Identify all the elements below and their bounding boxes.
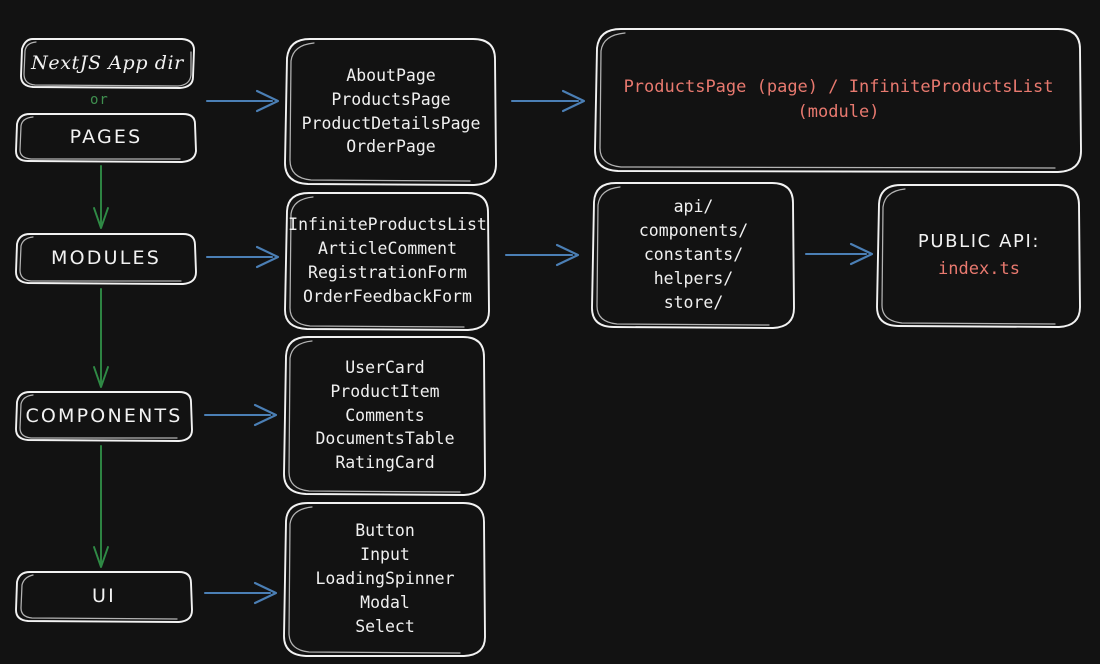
node-page-module-example-label: ProductsPage (page) / InfiniteProductsLi… [623,77,1054,122]
arrow-modules-to-modules-list [205,245,280,269]
node-pages-list-items: AboutPage ProductsPage ProductDetailsPag… [301,65,481,157]
arrow-internals-to-public-api [804,242,874,266]
node-pages-label: PAGES [69,126,143,149]
node-module-internals[interactable]: api/ components/ constants/ helpers/ sto… [592,182,795,328]
node-ui-list-items: Button Input LoadingSpinner Modal Select [315,521,455,636]
or-connector-label: or [90,92,109,108]
node-ui[interactable]: UI [16,571,192,622]
node-modules-list-items: InfiniteProductsList ArticleComment Regi… [288,215,487,306]
node-pages[interactable]: PAGES [16,113,196,162]
node-module-internals-items: api/ components/ constants/ helpers/ sto… [638,197,749,312]
node-modules[interactable]: MODULES [16,233,196,284]
arrow-pages-list-to-example [510,89,586,113]
node-ui-list[interactable]: Button Input LoadingSpinner Modal Select [284,502,486,656]
node-public-api-file: index.ts [938,259,1020,280]
node-pages-list[interactable]: AboutPage ProductsPage ProductDetailsPag… [285,38,497,185]
node-public-api-title: PUBLIC API: [917,230,1041,252]
arrow-components-to-ui [93,445,109,568]
arrow-ui-to-ui-list [203,581,278,605]
arrow-modules-list-to-internals [504,243,580,267]
arrow-pages-to-modules [93,165,109,229]
node-next-app-dir-label: NextJS App dir [31,51,184,74]
node-next-app-dir[interactable]: NextJS App dir [20,38,195,88]
node-components[interactable]: COMPONENTS [16,391,192,441]
node-page-module-example[interactable]: ProductsPage (page) / InfiniteProductsLi… [595,28,1082,172]
node-modules-label: MODULES [51,247,161,270]
node-components-list-items: UserCard ProductItem Comments DocumentsT… [315,357,455,473]
arrow-components-to-components-list [203,403,278,427]
arrow-modules-to-components [93,288,109,388]
arrow-pages-to-pages-list [205,89,280,113]
node-ui-label: UI [92,585,116,608]
node-public-api[interactable]: PUBLIC API: index.ts [877,184,1081,327]
node-components-list[interactable]: UserCard ProductItem Comments DocumentsT… [284,336,486,495]
node-modules-list[interactable]: InfiniteProductsList ArticleComment Regi… [285,192,490,330]
node-components-label: COMPONENTS [25,404,183,427]
